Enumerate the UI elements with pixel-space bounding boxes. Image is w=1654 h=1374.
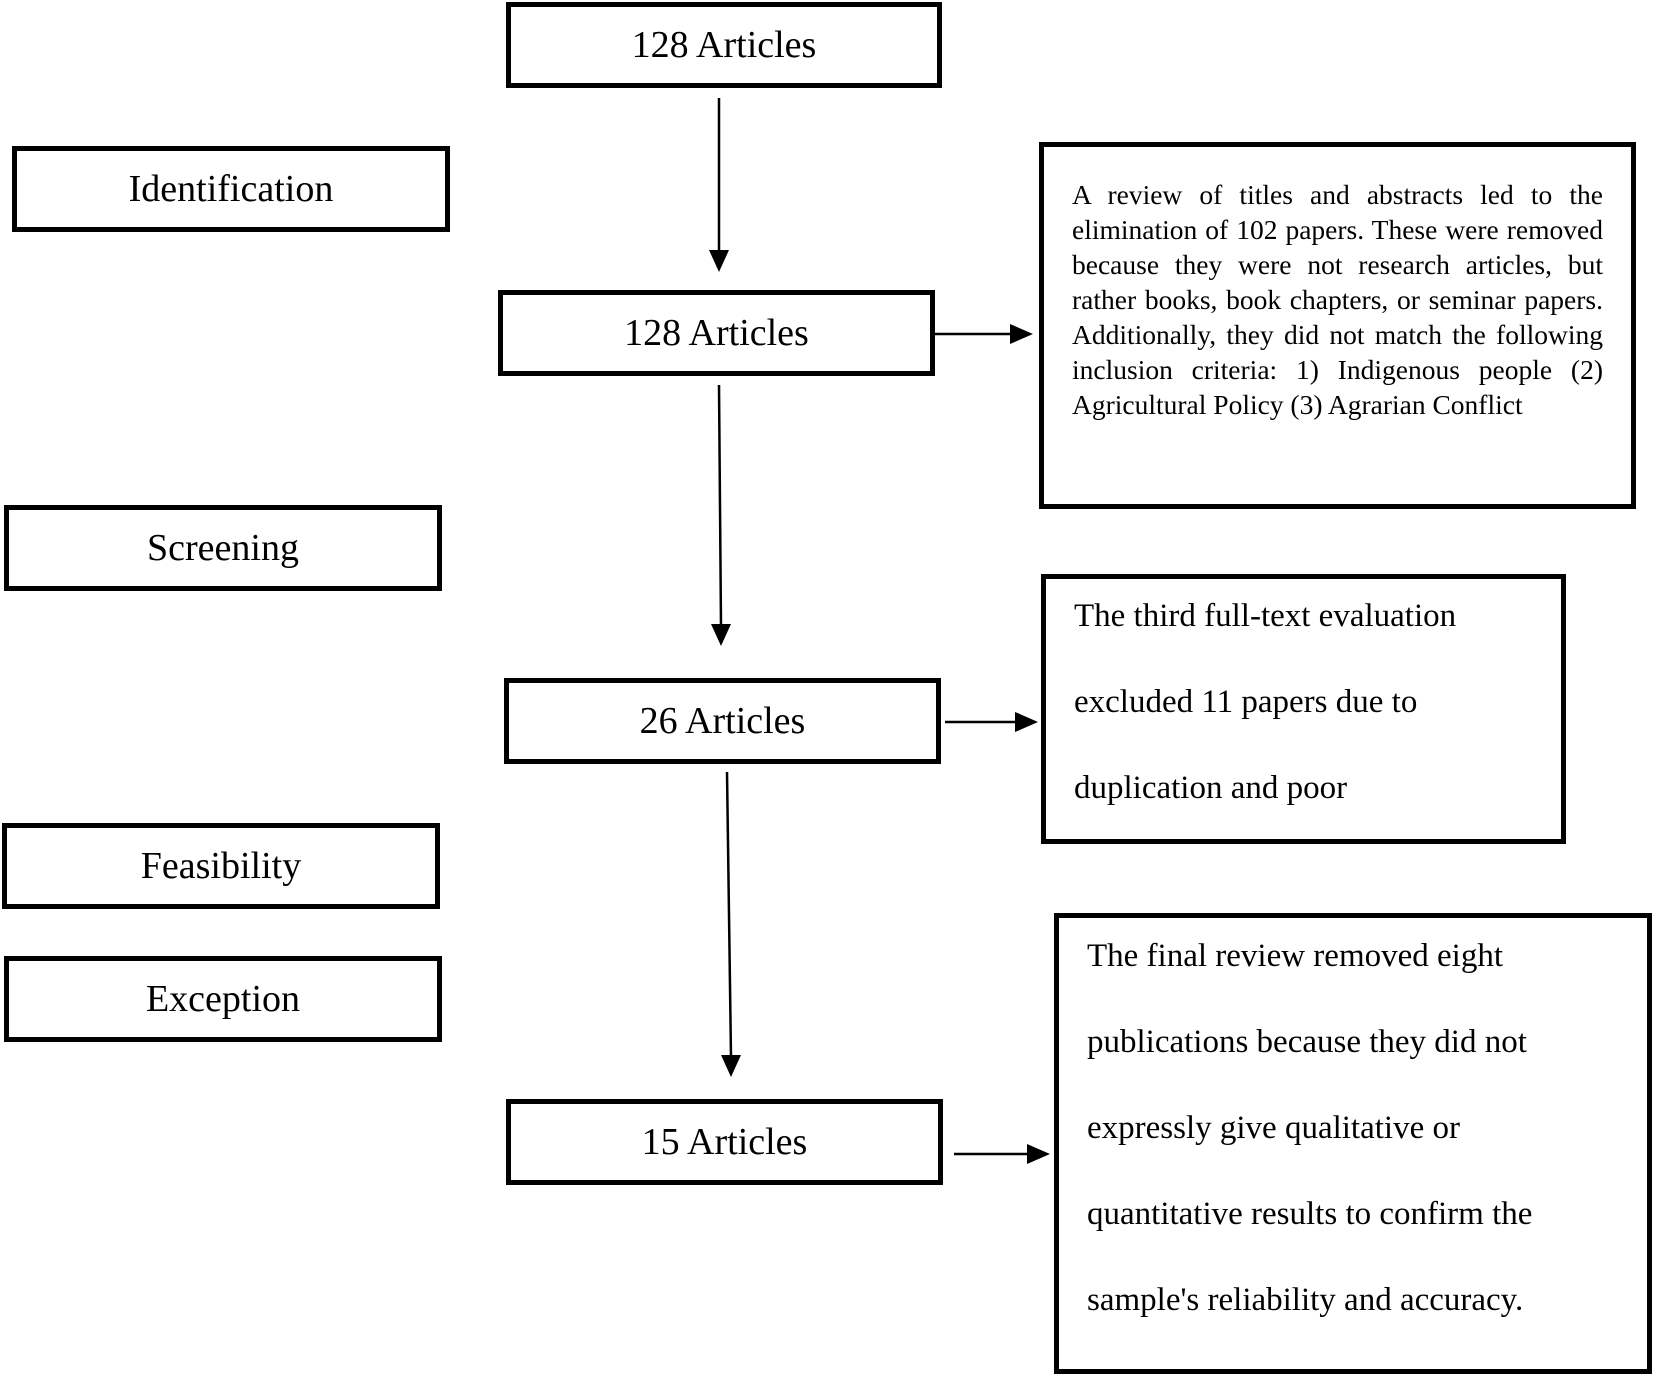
- stage-identification: Identification: [12, 146, 450, 232]
- arrow-box1-to-box2: [709, 98, 729, 272]
- flow-box-eligible: 26 Articles: [504, 678, 941, 764]
- flow-box-initial-label: 128 Articles: [631, 24, 817, 66]
- arrow-box2-to-note1: [935, 324, 1033, 344]
- exclusion-note-screening: A review of titles and abstracts led to …: [1039, 142, 1636, 509]
- stage-screening-label: Screening: [147, 527, 299, 569]
- exclusion-note-fulltext-line-1: The third full-text evaluation: [1074, 598, 1457, 634]
- flow-box-screened-label: 128 Articles: [624, 312, 809, 354]
- flow-box-screened: 128 Articles: [498, 290, 935, 376]
- exclusion-note-final-line-3: expressly give qualitative or: [1087, 1110, 1460, 1146]
- flow-box-included: 15 Articles: [506, 1099, 943, 1185]
- flow-box-included-label: 15 Articles: [641, 1121, 808, 1163]
- stage-exception: Exception: [4, 956, 442, 1042]
- arrow-box4-to-note3: [954, 1144, 1050, 1164]
- flow-box-initial: 128 Articles: [506, 2, 942, 88]
- exclusion-note-fulltext-line-3: duplication and poor: [1074, 770, 1348, 806]
- arrow-box3-to-note2: [945, 712, 1038, 732]
- exclusion-note-final-line-2: publications because they did not: [1087, 1024, 1527, 1060]
- exclusion-note-final-line-1: The final review removed eight: [1087, 938, 1503, 974]
- exclusion-note-final-line-5: sample's reliability and accuracy.: [1087, 1282, 1524, 1318]
- exclusion-note-screening-text: A review of titles and abstracts led to …: [1072, 179, 1603, 420]
- arrow-box2-to-box3: [711, 384, 731, 646]
- flow-box-eligible-label: 26 Articles: [639, 700, 806, 742]
- exclusion-note-final-line-4: quantitative results to confirm the: [1087, 1196, 1533, 1232]
- stage-feasibility-label: Feasibility: [140, 845, 302, 887]
- stage-screening: Screening: [4, 505, 442, 591]
- stage-feasibility: Feasibility: [2, 823, 440, 909]
- stage-identification-label: Identification: [128, 168, 334, 210]
- exclusion-note-fulltext: The third full-text evaluation excluded …: [1041, 574, 1566, 844]
- exclusion-note-final: The final review removed eight publicati…: [1054, 913, 1652, 1374]
- stage-exception-label: Exception: [145, 978, 301, 1020]
- exclusion-note-fulltext-line-2: excluded 11 papers due to: [1074, 684, 1418, 720]
- arrow-box3-to-box4: [721, 771, 741, 1077]
